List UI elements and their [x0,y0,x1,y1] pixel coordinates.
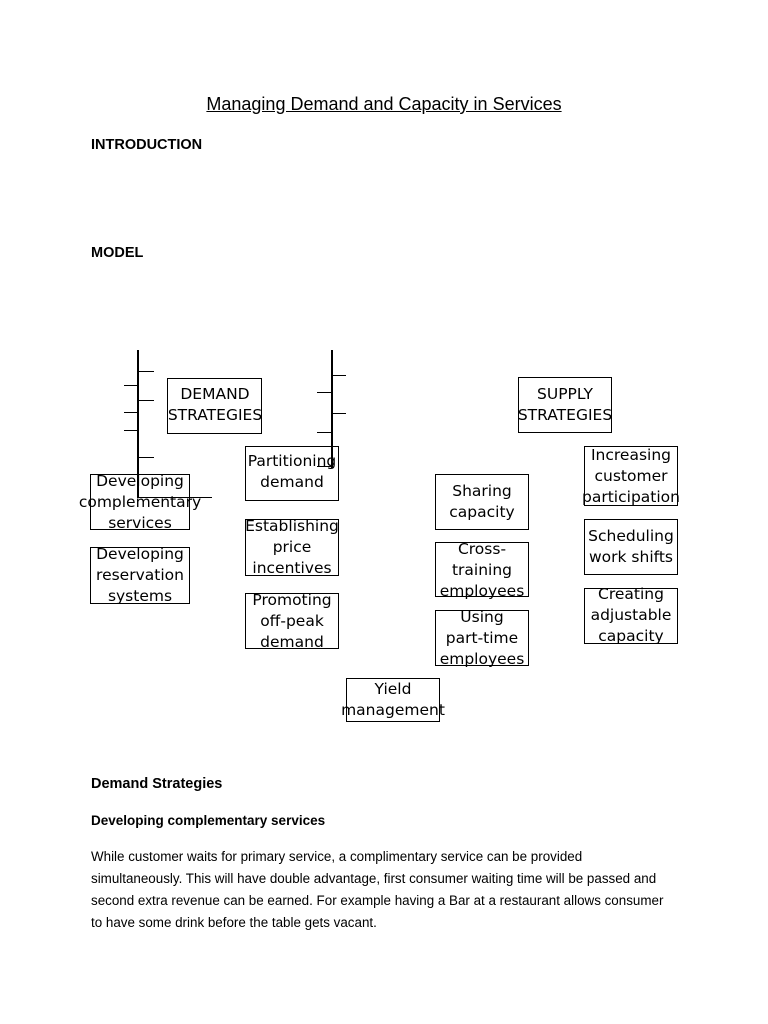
using-part-time-employees-label: Using part-time employees [439,608,525,668]
creating-adjustable-capacity-label: Creating adjustable capacity [590,585,672,645]
connector-tick [138,371,154,373]
body-paragraph: While customer waits for primary service… [91,846,691,934]
connector-tick [317,432,331,434]
supply-strategies-box [518,377,612,433]
supply-strategies-label: SUPPLY STRATEGIES [517,385,613,424]
connector-line-left [137,350,139,498]
connector-tick [124,430,138,432]
connector-tick [332,413,346,415]
connector-tick [317,466,331,468]
developing-reservation-systems-label: Developing reservation systems [96,545,184,605]
demand-strategies-heading: Demand Strategies [91,776,223,792]
model-heading: MODEL [91,245,144,261]
connector-tick [317,392,331,394]
sharing-capacity-label: Sharing capacity [449,482,515,521]
establishing-price-incentives-label: Establishing price incentives [245,517,339,577]
developing-complementary-services-subheading: Developing complementary services [91,813,326,828]
developing-reservation-systems-box [90,547,190,604]
yield-management-box [346,678,440,722]
connector-line-middle [331,350,333,468]
paragraph-line: simultaneously. This will have double ad… [91,871,657,886]
promoting-off-peak-demand-box [245,593,339,649]
developing-complementary-services-box [90,474,190,530]
introduction-heading: INTRODUCTION [91,137,203,153]
establishing-price-incentives-box [245,519,339,576]
sharing-capacity-box [435,474,529,530]
demand-strategies-box [167,378,262,434]
partitioning-demand-label: Partitioning demand [247,452,337,491]
connector-tick [138,497,212,499]
partitioning-demand-box [245,446,339,501]
connector-tick [124,412,138,414]
paragraph-line: to have some drink before the table gets… [91,915,377,930]
connector-tick [138,400,154,402]
increasing-customer-participation-label: Increasing customer participation [582,446,680,506]
yield-management-label: Yield management [341,680,445,719]
connector-tick [124,385,138,387]
promoting-off-peak-demand-label: Promoting off-peak demand [252,591,332,651]
increasing-customer-participation-box [584,446,678,506]
developing-complementary-services-label: Developing complementary services [78,472,202,532]
connector-tick [138,457,154,459]
using-part-time-employees-box [435,610,529,666]
paragraph-line: second extra revenue can be earned. For … [91,893,664,908]
cross-training-employees-label: Cross- training employees [439,540,525,600]
connector-tick [332,375,346,377]
scheduling-work-shifts-label: Scheduling work shifts [588,527,674,566]
demand-strategies-label: DEMAND STRATEGIES [167,385,263,424]
paragraph-line: While customer waits for primary service… [91,849,583,864]
creating-adjustable-capacity-box [584,588,678,644]
cross-training-employees-box [435,542,529,597]
document-title: Managing Demand and Capacity in Services [206,94,562,114]
scheduling-work-shifts-box [584,519,678,575]
